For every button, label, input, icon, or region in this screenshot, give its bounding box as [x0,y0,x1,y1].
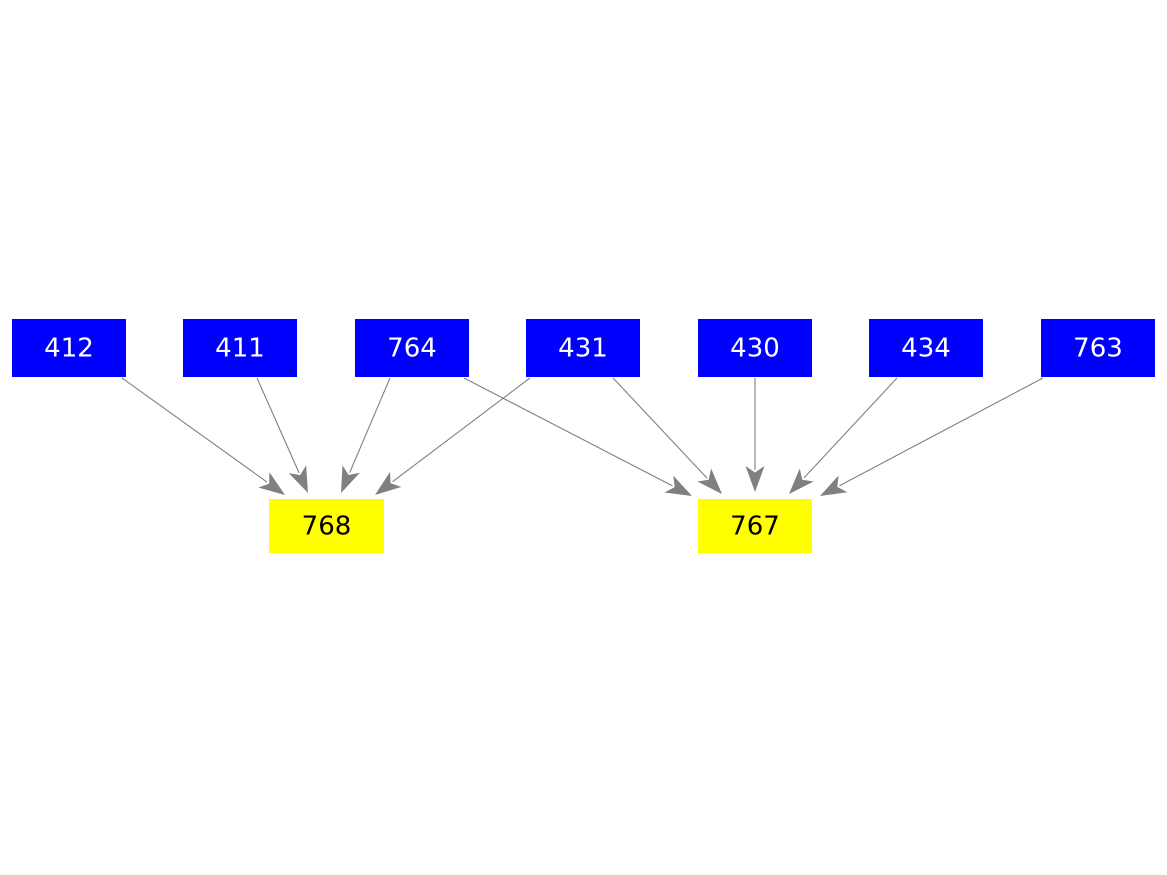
node-label-763: 763 [1073,334,1123,364]
node-411[interactable]: 411 [183,319,297,377]
node-box-430[interactable] [698,319,812,377]
edge-431-to-767 [612,377,722,494]
edge-431-to-768 [375,377,531,495]
node-412[interactable]: 412 [12,319,126,377]
arrowhead-icon [697,468,722,494]
node-764[interactable]: 764 [355,319,469,377]
arrowhead-icon [375,471,402,495]
arrowhead-icon [789,468,814,494]
arrowhead-icon [820,475,848,496]
edge-764-to-767 [463,377,692,496]
arrowhead-icon [745,466,765,492]
arrowhead-icon [288,465,308,493]
node-763[interactable]: 763 [1041,319,1155,377]
edge-411-to-768 [256,377,308,493]
node-767[interactable]: 767 [698,499,812,553]
node-box-764[interactable] [355,319,469,377]
node-768[interactable]: 768 [269,499,384,553]
arrowhead-icon [258,472,285,495]
node-430[interactable]: 430 [698,319,812,377]
node-label-430: 430 [730,334,780,364]
edge-412-to-768 [121,377,285,495]
node-label-411: 411 [215,334,265,364]
node-label-412: 412 [44,334,94,364]
node-box-768[interactable] [269,499,384,553]
node-box-412[interactable] [12,319,126,377]
edge-763-to-767 [820,377,1044,496]
node-label-434: 434 [901,334,951,364]
node-431[interactable]: 431 [526,319,640,377]
node-box-431[interactable] [526,319,640,377]
node-layer: 412 411 764 431 430 434 763 768 767 [12,319,1155,553]
node-label-764: 764 [387,334,437,364]
edge-layer [121,377,1044,496]
node-box-763[interactable] [1041,319,1155,377]
node-box-411[interactable] [183,319,297,377]
arrowhead-icon [664,475,692,496]
node-box-767[interactable] [698,499,812,553]
node-label-768: 768 [302,512,352,542]
arrowhead-icon [341,465,360,493]
node-label-431: 431 [558,334,608,364]
edge-434-to-767 [789,377,898,494]
node-box-434[interactable] [869,319,983,377]
node-label-767: 767 [730,512,780,542]
edge-430-to-767 [745,378,765,492]
edge-764-to-768 [341,377,391,493]
node-434[interactable]: 434 [869,319,983,377]
